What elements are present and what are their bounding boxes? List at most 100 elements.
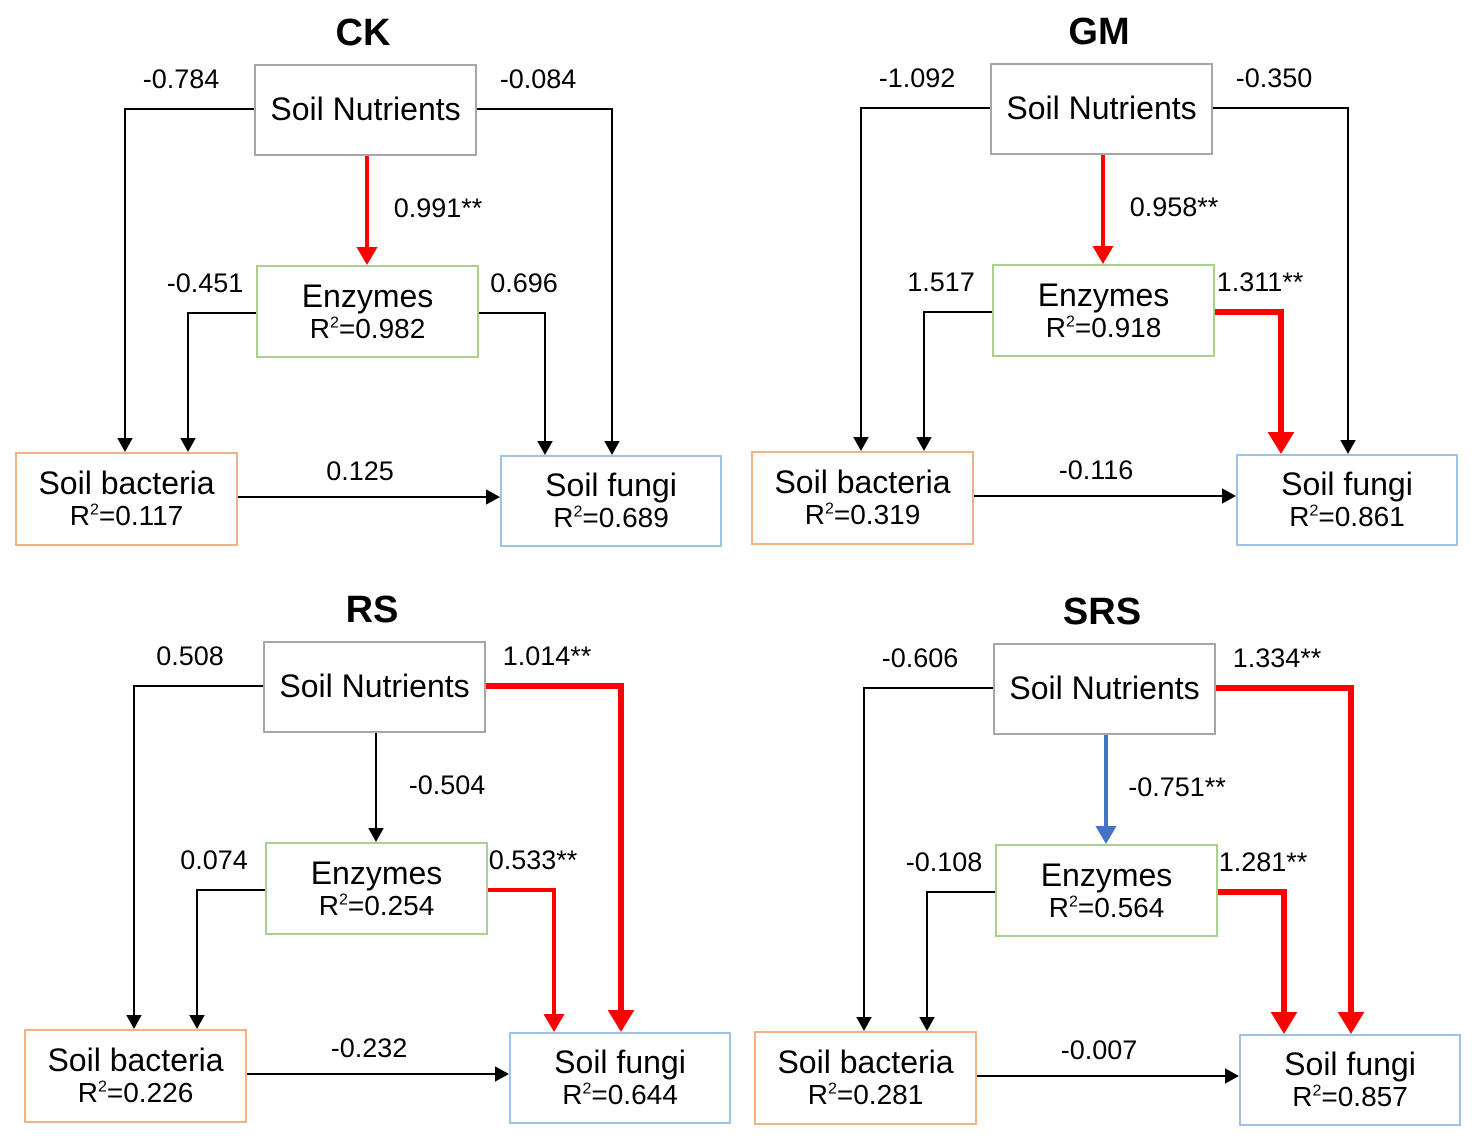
panel-ck-arrow-nutrients-to-enzymes <box>356 156 378 265</box>
panel-rs-arrow-nutrients-to-enzymes-arrowhead <box>368 828 384 842</box>
panel-gm-node-fungi-r2: R2=0.861 <box>1289 501 1405 533</box>
panel-srs-node-bacteria-label: Soil bacteria <box>777 1044 954 1080</box>
panel-rs-title: RS <box>345 589 399 631</box>
panel-srs-arrow-nutrients-to-enzymes <box>1095 735 1117 844</box>
panel-rs-coef-bacteria-to-fungi: -0.232 <box>330 1033 408 1063</box>
panel-ck-node-fungi-r2: R2=0.689 <box>553 502 669 534</box>
r2-superscript: 2 <box>582 1080 592 1098</box>
panel-gm-arrow-enzymes-to-fungi-arrowhead <box>1267 432 1295 454</box>
panel-ck-node-nutrients: Soil Nutrients <box>254 64 477 156</box>
r2-superscript: 2 <box>1309 502 1319 520</box>
panel-rs-node-enzymes-label: Enzymes <box>310 854 443 891</box>
panel-srs-node-fungi-label: Soil fungi <box>1284 1046 1416 1082</box>
panel-ck-arrow-enzymes-to-bacteria-arrowhead <box>180 438 196 452</box>
panel-ck-node-bacteria-label: Soil bacteria <box>38 465 215 501</box>
panel-ck-arrow-nutrients-to-fungi <box>477 108 620 455</box>
panel-rs-node-fungi-label: Soil fungi <box>554 1044 686 1080</box>
panel-ck-arrow-bacteria-to-fungi-arrowhead <box>486 489 500 505</box>
panel-rs-node-fungi-r2: R2=0.644 <box>562 1079 678 1111</box>
r2-superscript: 2 <box>827 1080 837 1098</box>
panel-srs-arrow-nutrients-to-bacteria <box>856 687 993 1031</box>
panel-srs-arrow-enzymes-to-bacteria <box>919 891 995 1031</box>
panel-rs-arrow-enzymes-to-fungi-line <box>488 888 556 1014</box>
panel-rs-arrow-nutrients-to-bacteria-arrowhead <box>126 1015 142 1029</box>
panel-gm-arrow-enzymes-to-bacteria-arrowhead <box>916 437 932 451</box>
panel-gm-arrow-bacteria-to-fungi-arrowhead <box>1222 488 1236 504</box>
panel-rs-node-enzymes-r2: R2=0.254 <box>318 889 435 921</box>
panel-gm-arrow-enzymes-to-fungi <box>1215 309 1295 454</box>
panel-srs-node-nutrients-label: Soil Nutrients <box>1009 670 1200 707</box>
panel-srs-coef-nutrients-to-fungi: 1.334** <box>1232 643 1322 673</box>
panel-gm-title: GM <box>1068 11 1130 53</box>
panel-srs-coef-nutrients-to-enzymes: -0.751** <box>1128 772 1226 802</box>
panel-srs-arrow-nutrients-to-bacteria-arrowhead <box>856 1017 872 1031</box>
panel-gm-arrow-enzymes-to-bacteria-line <box>923 311 992 437</box>
panel-ck-arrow-bacteria-to-fungi <box>238 489 500 505</box>
r2-superscript: 2 <box>1312 1082 1322 1100</box>
panel-gm-coef-nutrients-to-bacteria: -1.092 <box>878 63 956 93</box>
panel-ck-arrow-nutrients-to-fungi-line <box>477 108 613 441</box>
panel-rs-arrow-nutrients-to-fungi <box>486 683 635 1032</box>
panel-rs-coef-enzymes-to-bacteria: 0.074 <box>180 845 248 875</box>
panel-gm-arrow-enzymes-to-fungi-line <box>1215 309 1284 432</box>
panel-ck-arrow-nutrients-to-bacteria <box>117 108 254 452</box>
panel-gm-coef-nutrients-to-enzymes: 0.958** <box>1129 192 1219 222</box>
panel-ck-coef-enzymes-to-fungi: 0.696 <box>490 268 558 298</box>
panel-gm-arrow-nutrients-to-fungi-line <box>1213 107 1349 440</box>
r2-superscript: 2 <box>573 503 583 521</box>
panel-rs-arrow-nutrients-to-bacteria-line <box>133 685 263 1015</box>
panel-srs-node-nutrients: Soil Nutrients <box>993 643 1216 735</box>
panel-gm-arrow-nutrients-to-enzymes-arrowhead <box>1092 246 1114 264</box>
r2-superscript: 2 <box>97 1078 107 1096</box>
panel-ck-node-enzymes-r2: R2=0.982 <box>309 312 426 344</box>
panel-srs-arrow-bacteria-to-fungi <box>977 1068 1239 1084</box>
panel-ck-coef-nutrients-to-enzymes: 0.991** <box>393 193 483 223</box>
panel-rs-arrow-bacteria-to-fungi-arrowhead <box>495 1066 509 1082</box>
panel-rs-node-nutrients-label: Soil Nutrients <box>279 668 470 705</box>
panel-srs-coef-nutrients-to-bacteria: -0.606 <box>881 643 959 673</box>
panel-gm-coef-bacteria-to-fungi: -0.116 <box>1058 455 1134 485</box>
panel-rs-arrow-enzymes-to-fungi-arrowhead <box>543 1014 565 1032</box>
panel-gm-coef-enzymes-to-bacteria: 1.517 <box>907 267 975 297</box>
panel-rs-arrow-enzymes-to-fungi <box>488 888 565 1032</box>
panel-ck-node-enzymes-label: Enzymes <box>301 277 434 314</box>
panel-gm-coef-enzymes-to-fungi: 1.311** <box>1216 267 1304 297</box>
panel-gm-arrow-nutrients-to-enzymes <box>1092 155 1114 264</box>
panel-gm-coef-nutrients-to-fungi: -0.350 <box>1235 63 1313 93</box>
panel-srs-node-enzymes-label: Enzymes <box>1040 856 1173 893</box>
panel-ck-arrow-nutrients-to-bacteria-arrowhead <box>117 438 133 452</box>
panel-ck-arrow-enzymes-to-fungi <box>479 312 553 455</box>
panel-ck-node-bacteria-r2: R2=0.117 <box>69 500 184 532</box>
panel-ck-arrow-enzymes-to-fungi-line <box>479 312 546 441</box>
panel-srs-title: SRS <box>1062 591 1142 633</box>
panel-gm-node-nutrients-label: Soil Nutrients <box>1006 90 1197 127</box>
r2-superscript: 2 <box>1068 893 1078 911</box>
panel-gm-arrow-bacteria-to-fungi <box>974 488 1236 504</box>
panel-gm-arrow-nutrients-to-fungi-arrowhead <box>1340 440 1356 454</box>
panel-rs-arrow-enzymes-to-bacteria-line <box>196 889 265 1015</box>
panel-srs-node-fungi-r2: R2=0.857 <box>1292 1081 1408 1113</box>
r2-superscript: 2 <box>338 891 348 909</box>
panel-rs-arrow-bacteria-to-fungi <box>247 1066 509 1082</box>
r2-superscript: 2 <box>89 501 99 519</box>
panel-srs-arrow-bacteria-to-fungi-arrowhead <box>1225 1068 1239 1084</box>
panel-srs-arrow-enzymes-to-fungi <box>1218 889 1298 1034</box>
r2-superscript: 2 <box>329 314 339 332</box>
panel-srs-arrow-enzymes-to-fungi-line <box>1218 889 1287 1012</box>
panel-srs-coef-enzymes-to-fungi: 1.281** <box>1218 847 1308 877</box>
panel-ck-coef-bacteria-to-fungi: 0.125 <box>326 456 394 486</box>
panel-gm-node-enzymes-r2: R2=0.918 <box>1045 311 1162 343</box>
panel-ck-coef-enzymes-to-bacteria: -0.451 <box>166 268 244 298</box>
panel-gm-node-bacteria-r2: R2=0.319 <box>804 499 921 531</box>
panel-ck-arrow-enzymes-to-fungi-arrowhead <box>537 441 553 455</box>
